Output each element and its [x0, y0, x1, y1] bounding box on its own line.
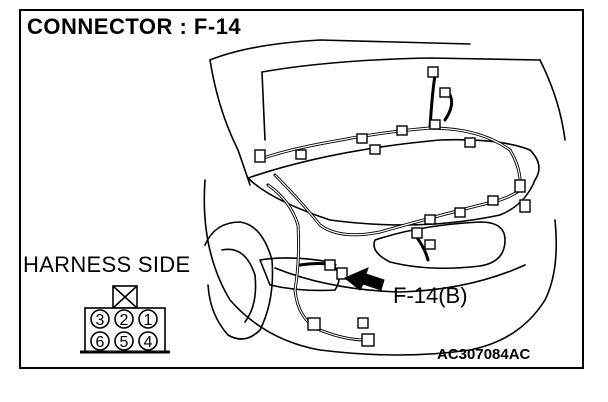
harness-connector: [369, 144, 381, 155]
pin-5: 5: [114, 331, 134, 351]
svg-text:2: 2: [120, 312, 129, 329]
harness-connector: [361, 333, 375, 347]
harness-connector: [411, 227, 423, 239]
pin-4: 4: [138, 331, 158, 351]
harness-side-label: HARNESS SIDE: [23, 252, 191, 277]
pin-6: 6: [90, 331, 110, 351]
wheel-rim: [221, 248, 257, 323]
harness-connector: [307, 317, 321, 331]
harness-branch-2: [443, 93, 454, 122]
rear-wheel: [204, 221, 274, 340]
f14-connector: [336, 267, 348, 280]
svg-text:6: 6: [96, 334, 105, 351]
bumper-line: [274, 264, 526, 293]
harness-connector: [396, 125, 408, 136]
svg-text:5: 5: [120, 334, 129, 351]
window-edge: [261, 71, 266, 141]
pin-1: 1: [138, 309, 158, 329]
trunk-lid-side: [529, 149, 540, 181]
window-right: [539, 59, 566, 141]
rear-body-outline: [203, 179, 557, 356]
pin-3: 3: [90, 309, 110, 329]
harness-lid: [273, 173, 522, 237]
harness-connector: [519, 199, 531, 213]
harness-connector: [424, 214, 436, 225]
trunk-lid-front: [247, 138, 531, 179]
lock-cross-line: [112, 285, 138, 309]
roof-line: [209, 39, 471, 61]
diagram-code: AC307084AC: [437, 346, 531, 363]
harness-connector: [454, 207, 466, 218]
harness-connector: [439, 87, 451, 98]
connector-face: 3 2 1 6 5 4: [80, 285, 170, 354]
harness-connector: [514, 179, 526, 193]
harness-connector: [427, 66, 439, 78]
harness-connector: [324, 259, 336, 271]
c-pillar: [209, 59, 251, 186]
svg-text:1: 1: [144, 312, 153, 329]
harness-connector: [357, 317, 369, 329]
callout-arrow: [344, 267, 385, 291]
harness-connector: [254, 149, 266, 163]
harness-connector: [424, 239, 436, 250]
harness-connector: [487, 195, 499, 206]
diagram-title: CONNECTOR : F-14: [27, 14, 242, 39]
svg-text:4: 4: [144, 334, 153, 351]
pin-2: 2: [114, 309, 134, 329]
window-top: [261, 57, 541, 73]
license-plate-recess: [373, 221, 506, 270]
harness-connector: [464, 137, 476, 148]
harness-connector: [295, 149, 307, 160]
connector-callout-label: F-14(B): [393, 283, 468, 308]
harness-connector: [429, 119, 441, 130]
harness-connector: [356, 133, 368, 144]
svg-text:3: 3: [96, 312, 105, 329]
